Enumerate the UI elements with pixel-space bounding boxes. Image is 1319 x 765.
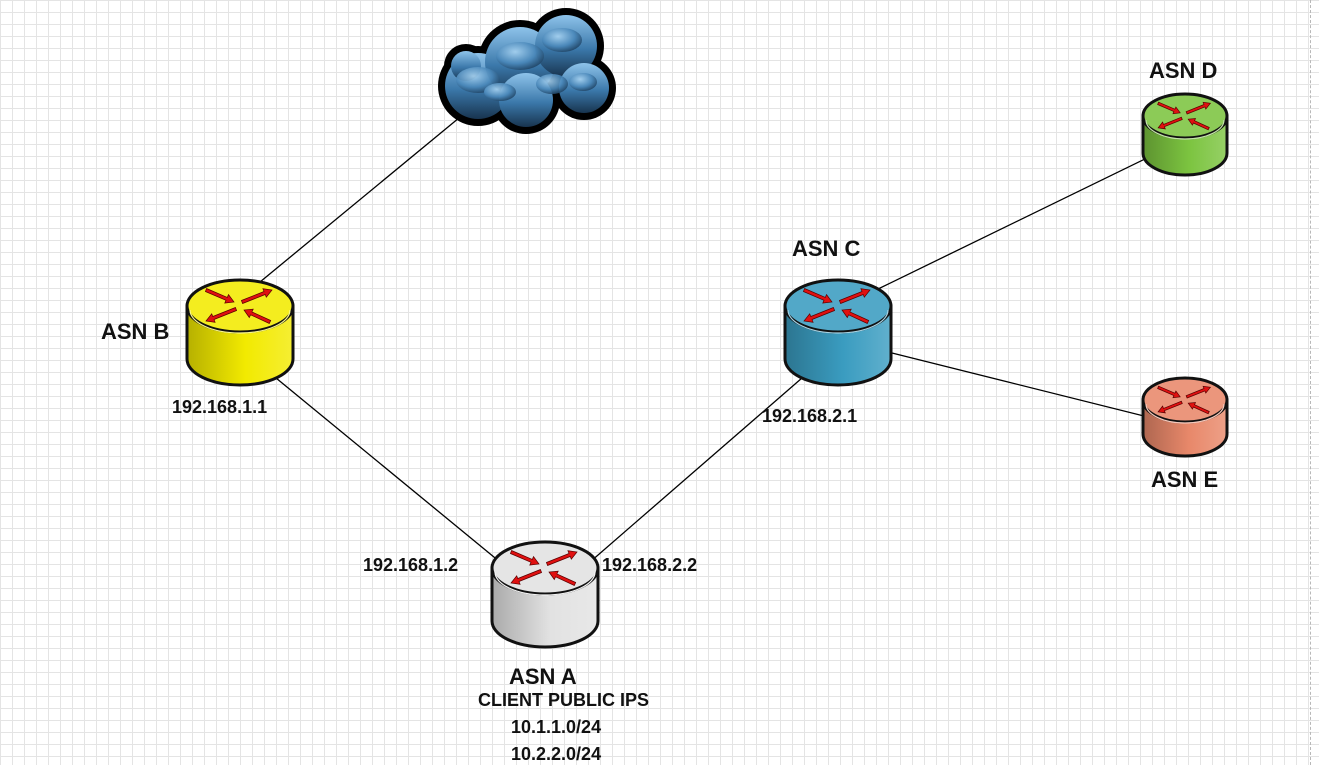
- asn-e-label: ASN E: [1151, 467, 1219, 492]
- routing-arrows-icon: [1157, 101, 1212, 131]
- asn-b-label: ASN B: [101, 319, 170, 344]
- asn-a-label: ASN A: [509, 664, 577, 689]
- ip-192-168-1-2-label: 192.168.1.2: [363, 555, 459, 575]
- asn-d-label: ASN D: [1149, 58, 1218, 83]
- client-prefix-2: 10.2.2.0/24: [511, 744, 602, 764]
- ip-192-168-1-1-label: 192.168.1.1: [172, 397, 268, 417]
- link-b-cloud: [259, 112, 466, 283]
- link-c-d: [875, 157, 1148, 291]
- router-c-icon: [783, 278, 893, 387]
- router-a-icon: [490, 540, 600, 649]
- link-c-e: [891, 352, 1145, 417]
- router-b-icon: [185, 278, 295, 387]
- link-a-c: [589, 377, 803, 563]
- routing-arrows-icon: [1157, 385, 1212, 415]
- internet-cloud-icon: [438, 8, 616, 134]
- client-prefix-1: 10.1.1.0/24: [511, 717, 602, 737]
- page-boundary-line: [1310, 0, 1311, 765]
- routing-arrows-icon: [802, 288, 871, 324]
- routing-arrows-icon: [204, 288, 273, 324]
- ip-192-168-2-1-label: 192.168.2.1: [762, 406, 858, 426]
- ip-192-168-2-2-label: 192.168.2.2: [602, 555, 698, 575]
- client-public-ips-title: CLIENT PUBLIC IPS: [478, 690, 650, 710]
- routing-arrows-icon: [509, 550, 578, 586]
- router-d-icon: [1141, 92, 1229, 177]
- router-e-icon: [1141, 376, 1229, 458]
- asn-c-label: ASN C: [792, 236, 861, 261]
- link-b-a: [275, 377, 501, 563]
- link-group: [259, 112, 1148, 563]
